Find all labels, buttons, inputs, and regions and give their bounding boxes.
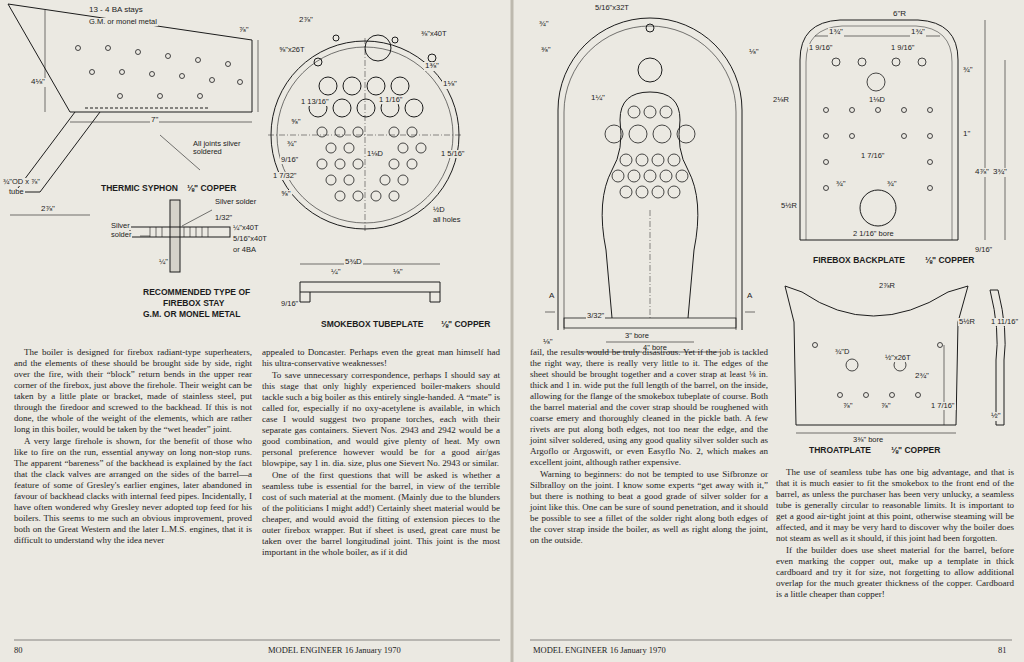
- dimension-label: ⅛": [542, 338, 554, 347]
- dimension-label: A: [746, 292, 753, 301]
- callout-note: ¼": [158, 258, 169, 266]
- dimension-label: 1¾": [828, 28, 844, 37]
- body-paragraph: To save unnecessary correspondence, perh…: [262, 370, 500, 469]
- dimension-label: ½": [990, 412, 1002, 421]
- callout-note: 2 1/16" bore: [852, 230, 895, 238]
- dimension-label: 2⅞": [298, 16, 314, 25]
- callout-note: or 4BA: [232, 246, 257, 254]
- figure-caption: RECOMMENDED TYPE OF: [142, 288, 251, 297]
- figure-caption: THROATPLATE: [808, 446, 872, 455]
- callout-note: 1 11/16": [990, 318, 1019, 326]
- figure-caption: ⅛" COPPER: [440, 320, 491, 329]
- dimension-label: 1¼": [590, 94, 606, 103]
- callout-note: solder: [110, 231, 132, 239]
- figure-caption: ⅛" COPPER: [186, 184, 237, 193]
- callout-note: ⅜"x40T: [420, 30, 448, 38]
- callout-note: Silver: [110, 222, 131, 230]
- callout-note: 1 1/16": [378, 96, 404, 104]
- body-paragraph: If the builder does use sheet material f…: [776, 545, 1014, 600]
- callout-note: ⅝"x26T: [278, 46, 306, 54]
- callout-note: 1⅛D: [868, 96, 886, 104]
- body-paragraph: The use of seamless tube has one big adv…: [776, 467, 1014, 544]
- body-paragraph: appealed to Doncaster. Perhaps even the …: [262, 347, 500, 369]
- dimension-label: ¾": [286, 140, 298, 149]
- callout-note: 1 7/32": [272, 172, 298, 180]
- dimension-label: 13 - 4 BA stays: [88, 6, 144, 15]
- dimension-label: A: [548, 292, 555, 301]
- figure-caption: FIREBOX STAY: [162, 299, 225, 308]
- dimension-label: 1¾": [910, 28, 926, 37]
- dimension-label: ⅞": [880, 402, 892, 411]
- figure-caption: SMOKEBOX TUBEPLATE: [320, 320, 424, 329]
- callout-note: 1 9/16": [890, 44, 916, 52]
- callout-note: 5/16"x32T: [594, 4, 630, 12]
- figure-caption: ⅛" COPPER: [924, 256, 975, 265]
- dimension-label: 2⅞": [40, 205, 56, 214]
- dimension-label: ¾": [538, 20, 550, 29]
- callout-note: 5½R: [958, 318, 976, 326]
- callout-note: 5/16"x40T: [232, 235, 268, 243]
- callout-note: 9/16": [280, 300, 299, 308]
- callout-note: Silver solder: [214, 198, 260, 206]
- callout-note: 1 7/16": [930, 402, 956, 410]
- dimension-label: 1⅛": [442, 80, 458, 89]
- figure-caption: ⅛" COPPER: [890, 446, 941, 455]
- callout-note: 1 7/16": [860, 152, 886, 160]
- figure-caption: THERMIC SYPHON: [100, 184, 179, 193]
- figure-caption: FIREBOX BACKPLATE: [812, 256, 906, 265]
- dimension-label: 1⅜": [424, 62, 440, 71]
- callout-note: 2⅛R: [772, 96, 790, 104]
- dimension-label: 4⅞": [974, 168, 990, 177]
- dimension-label: ⅛": [748, 48, 760, 57]
- callout-note: 3⅜" bore: [852, 436, 884, 444]
- callout-note: ½"x26T: [884, 354, 912, 362]
- dimension-label: 2¾": [914, 372, 930, 381]
- callout-note: 3" bore: [624, 332, 650, 340]
- callout-note: 1 5/16": [440, 150, 466, 158]
- body-paragraph: Warning to beginners: do not be tempted …: [530, 469, 768, 546]
- body-paragraph: A very large firehole is shown, for the …: [14, 436, 252, 546]
- page-footer: 80: [14, 646, 23, 655]
- page-footer: MODEL ENGINEER 16 January 1970: [533, 646, 666, 655]
- callout-note: tube: [8, 188, 25, 196]
- body-paragraph: fail, the results would be truly disastr…: [530, 347, 768, 468]
- figure-caption: G.M. OR MONEL METAL: [142, 310, 241, 319]
- dimension-label: ¾": [835, 180, 847, 189]
- callout-note: 9/16": [280, 156, 299, 164]
- callout-note: 9/16": [974, 246, 993, 254]
- dimension-label: ¼": [330, 268, 342, 277]
- page-footer: 81: [998, 646, 1007, 655]
- dimension-label: 3¾": [992, 168, 1008, 177]
- dimension-label: ⅞": [238, 26, 250, 35]
- dimension-label: ⅜": [540, 46, 552, 55]
- callout-note: ½D: [432, 206, 446, 214]
- callout-note: ¼"x40T: [232, 224, 260, 232]
- callout-note: 3/32": [586, 312, 605, 320]
- dimension-label: ⅛": [392, 268, 404, 277]
- page-footer: MODEL ENGINEER 16 January 1970: [268, 646, 401, 655]
- callout-note: 1/32": [214, 214, 233, 222]
- dimension-label: 7": [150, 116, 159, 125]
- body-paragraph: The boiler is designed for firebox radia…: [14, 347, 252, 435]
- callout-note: 2⅞R: [878, 282, 896, 290]
- callout-note: 1⅛D: [366, 150, 384, 158]
- callout-note: G.M. or monel metal: [88, 18, 158, 26]
- dimension-label: ⅞": [842, 402, 854, 411]
- dimension-label: ¾": [886, 180, 898, 189]
- callout-note: ¾"OD x ⅞": [2, 178, 41, 186]
- dimension-label: 4⅛": [30, 78, 46, 87]
- body-paragraph: One of the first questions that will be …: [262, 470, 500, 558]
- dimension-label: ⅝": [280, 190, 292, 199]
- dimension-label: ⅝": [290, 118, 302, 127]
- callout-note: 1 13/16": [300, 98, 330, 106]
- callout-note: ¾"D: [834, 348, 850, 356]
- callout-note: all holes: [432, 216, 462, 224]
- callout-note: 1 9/16": [808, 44, 834, 52]
- callout-note: 5½R: [780, 202, 798, 210]
- dimension-label: ¾": [962, 66, 974, 75]
- dimension-label: 1": [962, 130, 971, 139]
- dimension-label: 5¾D: [344, 258, 363, 267]
- dimension-label: 6"R: [892, 10, 907, 19]
- callout-note: All joints silver soldered: [192, 140, 254, 157]
